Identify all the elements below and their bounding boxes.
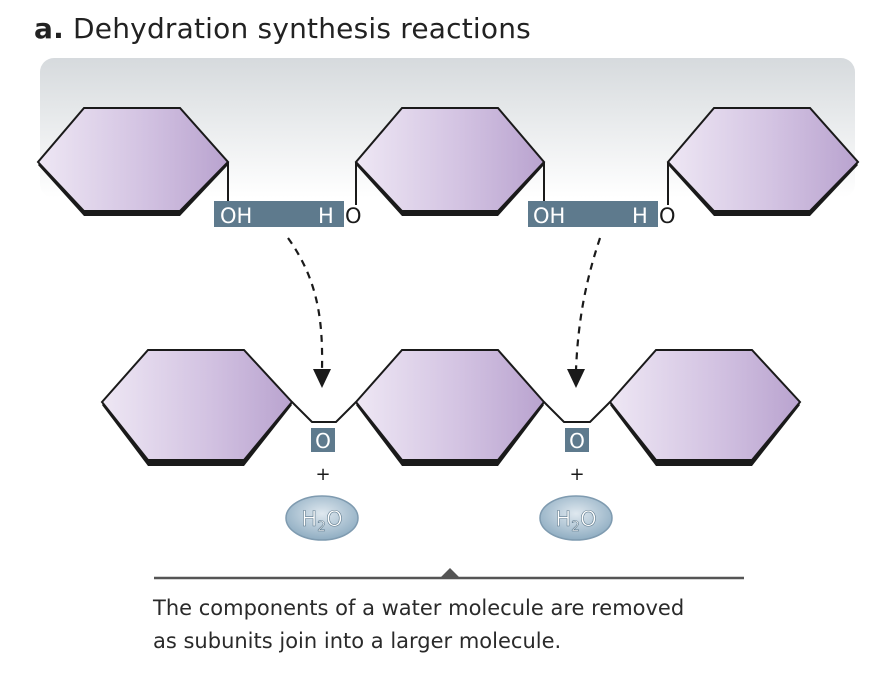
monomer-2: [354, 107, 546, 216]
water-molecule-1: H2O: [285, 495, 359, 541]
svg-text:H2O: H2O: [301, 507, 342, 535]
svg-text:H2O: H2O: [555, 507, 596, 535]
divider-pointer: [440, 568, 460, 578]
caption: The components of a water molecule are r…: [153, 592, 684, 658]
polymer-monomer-3: [608, 349, 802, 466]
plus-sign-1: +: [315, 464, 330, 485]
water-subscript-1: 2: [317, 519, 326, 535]
monomer-1: [36, 107, 230, 216]
monomer-3: [666, 107, 860, 216]
polymer-monomer-1: [100, 349, 294, 466]
bridge-oxygen-box-2: [565, 428, 589, 452]
bridge-oxygen-box-1: [311, 428, 335, 452]
water-h-label-1: H: [301, 507, 317, 531]
reacting-group-1: [214, 201, 344, 227]
water-h-label-2: H: [555, 507, 571, 531]
arrowhead-1: [313, 369, 331, 388]
dashed-arrow-1: [287, 237, 324, 371]
figure-title-text: Dehydration synthesis reactions: [73, 12, 531, 45]
figure-letter: a.: [34, 12, 64, 45]
polymer-monomer-2: [354, 349, 546, 466]
water-o-label-2: O: [580, 507, 597, 531]
oxygen-label-top-2: O: [659, 204, 676, 228]
caption-line-2: as subunits join into a larger molecule.: [153, 629, 562, 653]
glycosidic-bond-2: [543, 401, 611, 423]
hydroxyl-label-1: OH: [220, 204, 252, 228]
plus-sign-2: +: [569, 464, 584, 485]
reacting-group-2: [528, 201, 658, 227]
hydroxyl-label-2: OH: [533, 204, 565, 228]
figure-title: a. Dehydration synthesis reactions: [34, 12, 531, 45]
bridge-oxygen-label-2: O: [569, 429, 585, 453]
water-molecule-2: H2O: [539, 495, 613, 541]
bridge-oxygen-label-1: O: [315, 429, 331, 453]
water-subscript-2: 2: [571, 519, 580, 535]
dashed-arrow-2: [574, 237, 602, 371]
glycosidic-bond-1: [291, 401, 357, 423]
caption-line-1: The components of a water molecule are r…: [153, 596, 685, 620]
arrowhead-2: [567, 369, 585, 388]
water-o-label-1: O: [326, 507, 343, 531]
oxygen-label-top-1: O: [345, 204, 362, 228]
hydrogen-label-1: H: [318, 204, 334, 228]
hydrogen-label-2: H: [632, 204, 648, 228]
